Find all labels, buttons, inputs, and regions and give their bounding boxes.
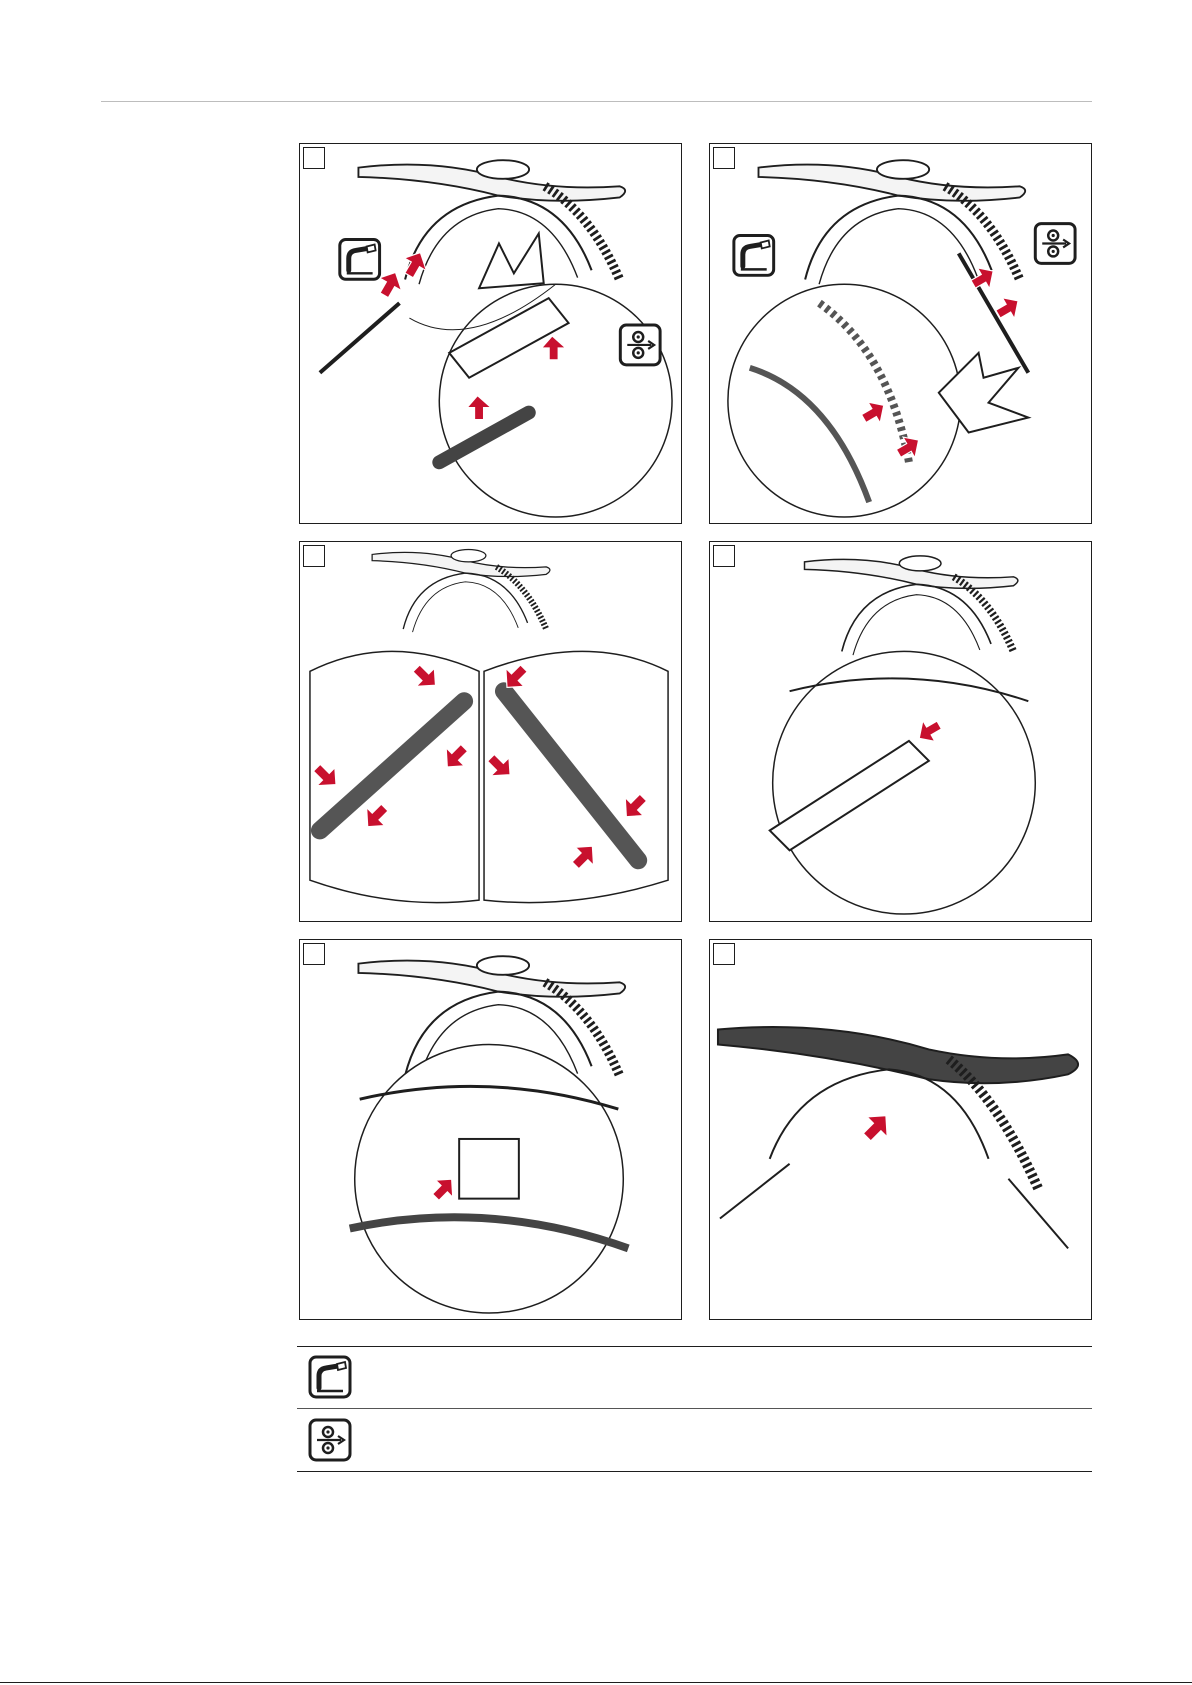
- step-panel-5: [299, 939, 682, 1320]
- torch-icon: [308, 1355, 352, 1399]
- step-number-box: [713, 943, 735, 965]
- step-number-box: [303, 943, 325, 965]
- header-rule: [101, 101, 1092, 102]
- step-panel-3: [299, 541, 682, 922]
- step-panel-6: [709, 939, 1092, 1320]
- footer-rule: [0, 1682, 1192, 1683]
- illustration-insert-liner: [300, 542, 681, 921]
- illustration-tighten-screw: [300, 940, 681, 1319]
- step-panel-4: [709, 541, 1092, 922]
- step-number-box: [713, 147, 735, 169]
- wire-feeder-icon: [620, 325, 660, 365]
- torch-icon: [734, 236, 774, 276]
- legend-top-rule: [297, 1346, 1092, 1347]
- legend-bottom-rule: [297, 1471, 1092, 1472]
- illustration-close-cover: [710, 940, 1091, 1319]
- step-panel-2: [709, 143, 1092, 524]
- torch-icon: [340, 239, 380, 279]
- legend-divider: [297, 1408, 1092, 1409]
- step-panel-1: [299, 143, 682, 524]
- illustration-remove-connectors: [710, 144, 1091, 523]
- step-number-box: [713, 545, 735, 567]
- illustration-remove-liner: [300, 144, 681, 523]
- step-number-box: [303, 545, 325, 567]
- wire-feeder-icon: [308, 1418, 352, 1462]
- illustration-fasten-screw: [710, 542, 1091, 921]
- step-number-box: [303, 147, 325, 169]
- wire-feeder-icon: [1035, 224, 1075, 264]
